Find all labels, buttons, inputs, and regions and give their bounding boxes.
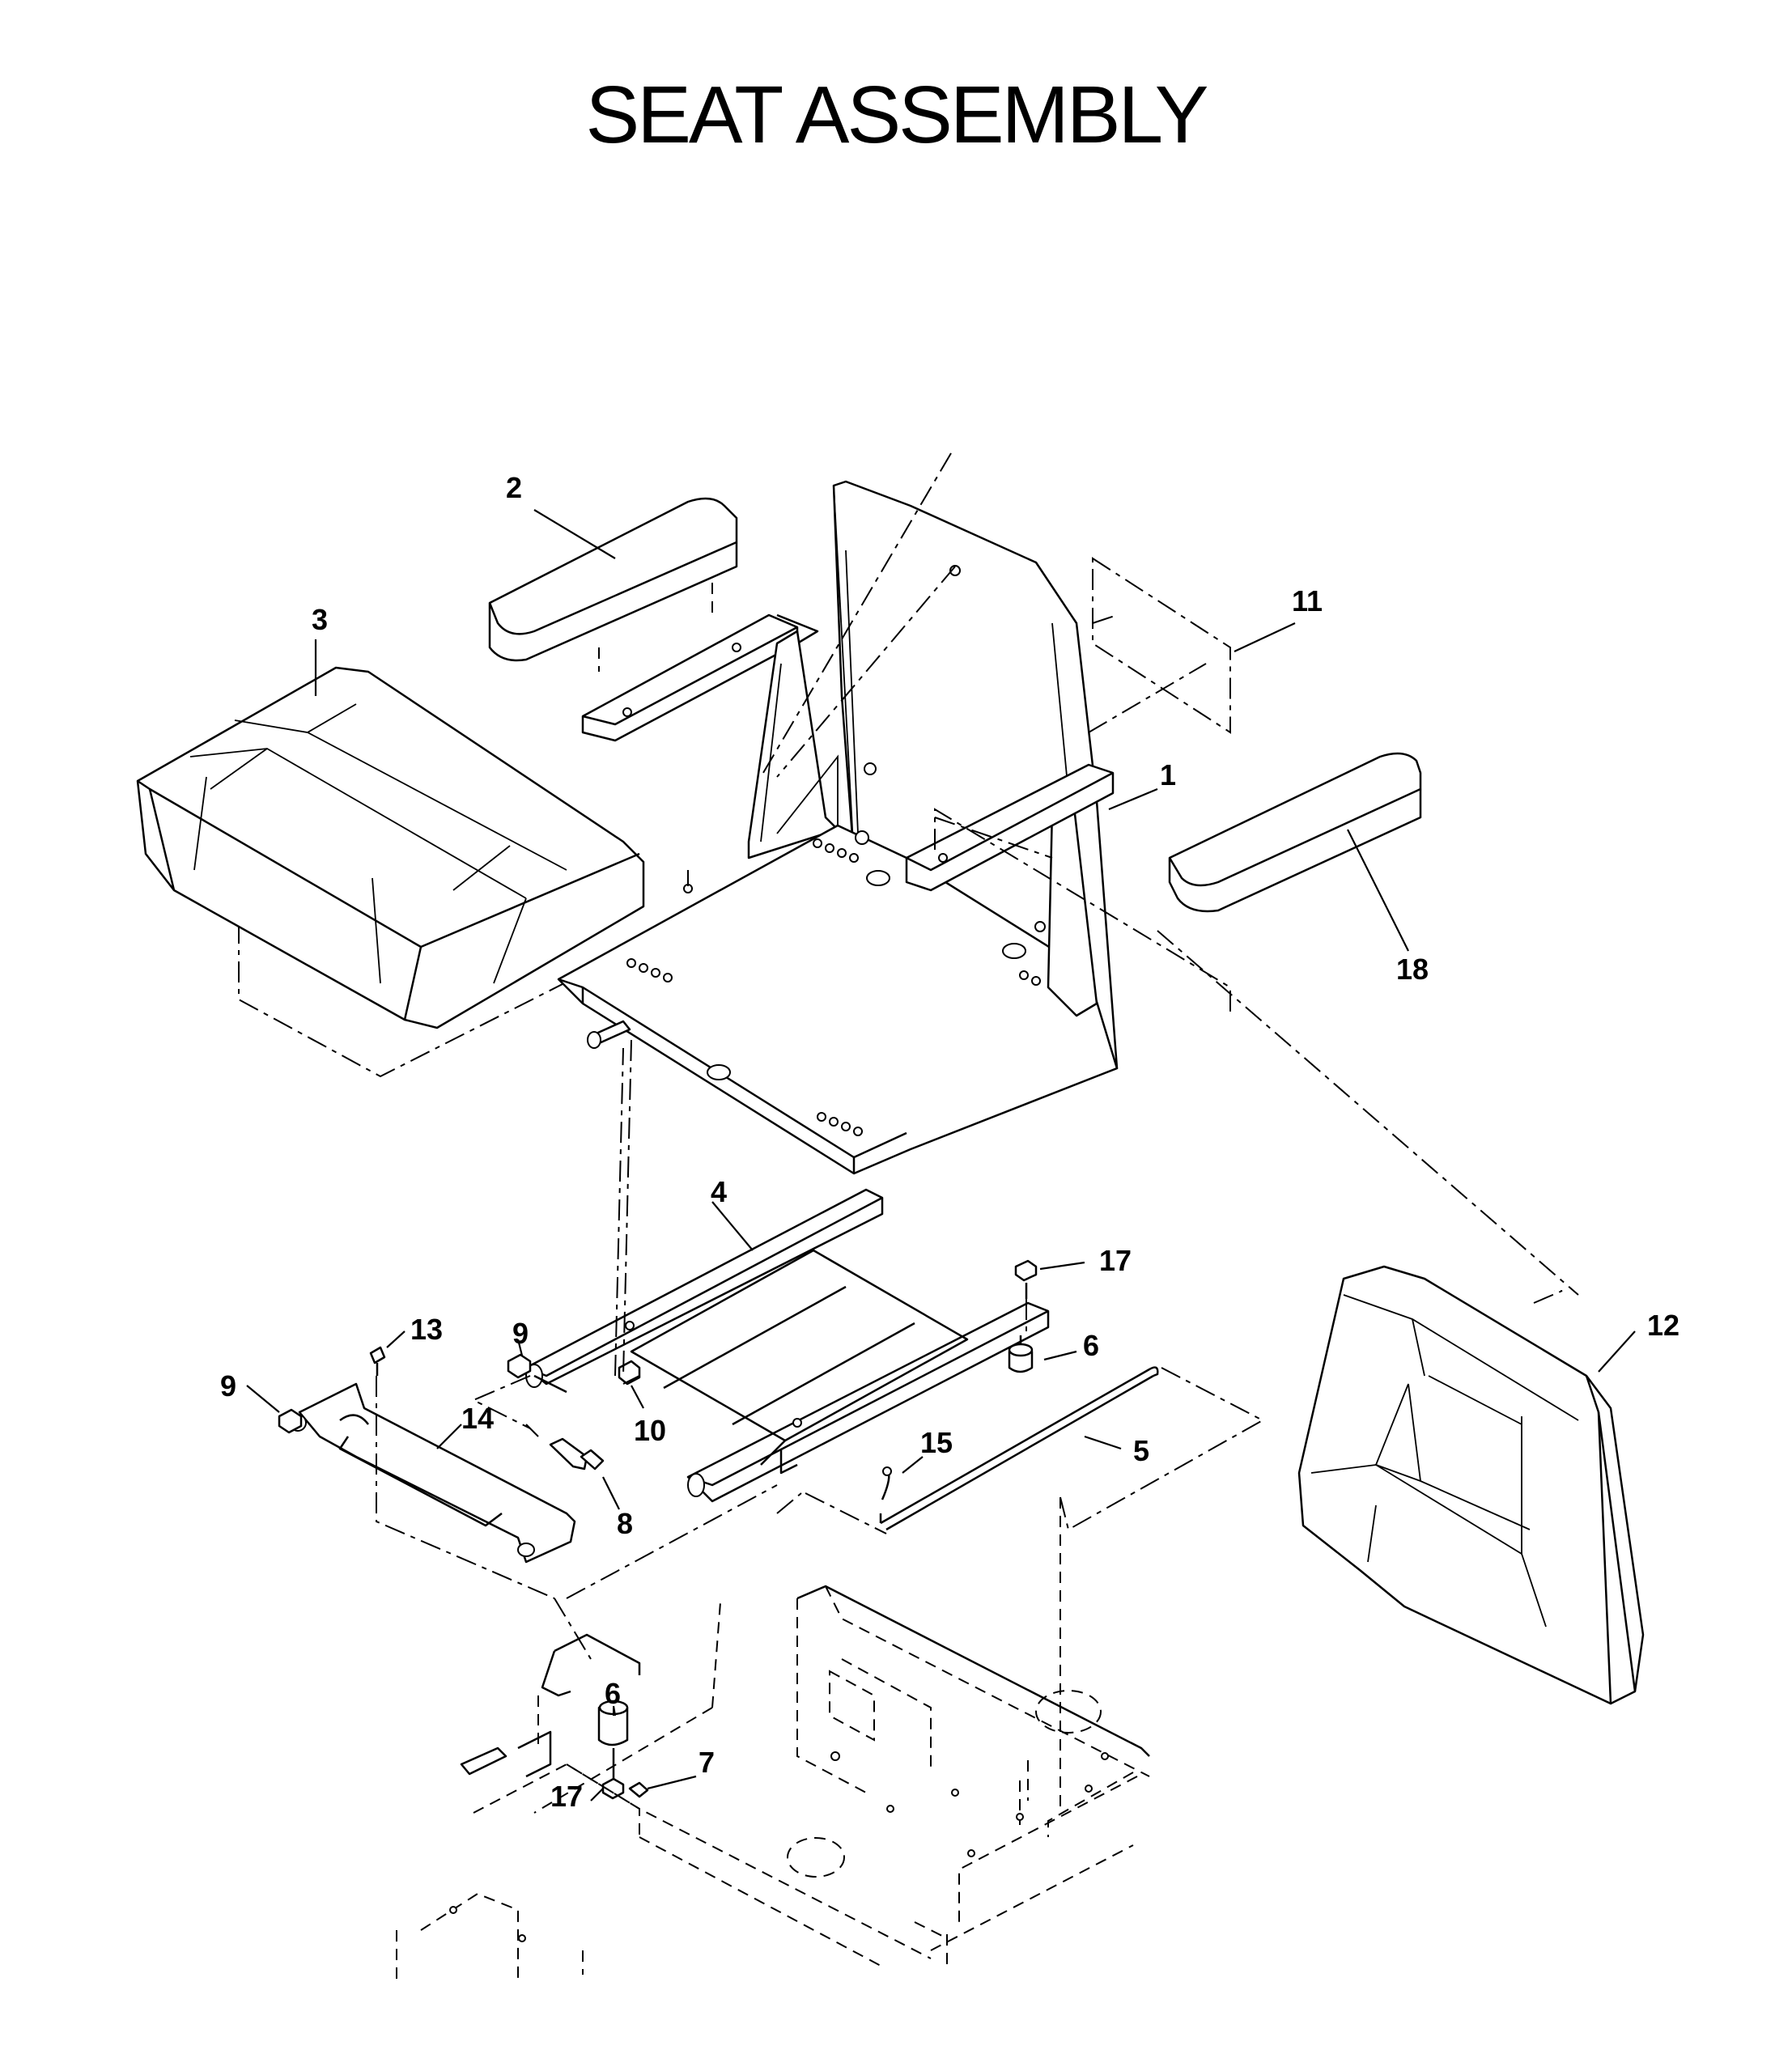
callout-5: 5 — [1133, 1434, 1149, 1467]
callout-12: 12 — [1647, 1309, 1679, 1342]
right-armrest-pad — [1168, 752, 1422, 913]
callout-labels: 2 3 11 1 18 4 17 12 9 13 6 9 14 10 15 5 … — [220, 471, 1679, 1813]
callout-9-left: 9 — [220, 1369, 236, 1403]
callout-6-lower: 6 — [605, 1677, 621, 1710]
callout-4: 4 — [711, 1175, 727, 1208]
callout-11: 11 — [1292, 584, 1323, 617]
callout-3: 3 — [312, 603, 328, 636]
callout-2: 2 — [506, 471, 522, 504]
callout-15: 15 — [920, 1426, 953, 1459]
callout-6-upper: 6 — [1083, 1329, 1099, 1362]
page-title: SEAT ASSEMBLY — [585, 70, 1209, 160]
seat-subframe — [524, 1188, 1050, 1503]
callout-18: 18 — [1396, 953, 1429, 986]
center-lines — [376, 452, 1265, 1716]
callout-17-lower: 17 — [550, 1780, 583, 1813]
callout-14: 14 — [461, 1402, 494, 1435]
hardware — [278, 1259, 1159, 1800]
callout-10: 10 — [634, 1414, 666, 1447]
callout-9-upper: 9 — [512, 1317, 529, 1350]
callout-7: 7 — [699, 1746, 715, 1779]
callout-17-upper: 17 — [1099, 1244, 1132, 1277]
seat-frame — [557, 480, 1231, 1175]
left-arm-bracket — [581, 613, 819, 742]
callout-1: 1 — [1160, 758, 1176, 791]
latch-bracket — [289, 1382, 576, 1564]
seat-cushion — [136, 666, 685, 1078]
leader-lines — [246, 509, 1636, 1802]
seat-back-cushion — [1157, 930, 1645, 1705]
callout-13: 13 — [410, 1313, 443, 1346]
callout-8: 8 — [617, 1507, 633, 1540]
decal — [1088, 557, 1231, 734]
left-armrest-pad — [488, 497, 738, 672]
tractor-frame — [396, 1497, 1150, 1983]
